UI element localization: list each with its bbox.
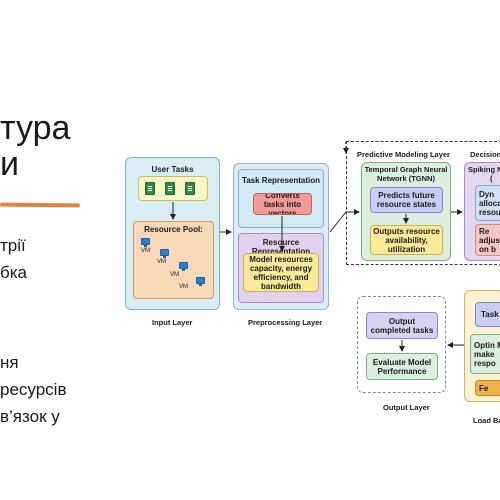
- bullet-text-5: в’язок у: [0, 407, 60, 426]
- readjustment-box: Re adjustm on b: [475, 224, 500, 256]
- slide-title-line2: и: [0, 145, 19, 183]
- vm-monitor-icon: [141, 238, 150, 247]
- input-layer-caption: Input Layer: [152, 318, 193, 327]
- task-document-icon: [185, 182, 195, 195]
- bullet-text-3: ня: [0, 353, 19, 372]
- bullet-text-1: трії: [0, 236, 26, 255]
- optimization-box: Optin Mi make respo: [470, 334, 500, 374]
- resource-pool-label: Resource Pool:: [144, 225, 203, 234]
- slide-title-line1: тура: [0, 109, 71, 147]
- vm-monitor-icon: [196, 277, 205, 286]
- predicts-future-box: Predicts future resource states: [370, 187, 443, 213]
- model-resources-box: Model resources capacity, energy efficie…: [243, 253, 319, 292]
- vm-monitor-icon: [179, 262, 188, 271]
- vm-label: VM: [141, 248, 150, 254]
- bullet-text-4: ресурсів: [0, 380, 67, 399]
- decision-layer-title: Decision: [470, 150, 500, 159]
- feedback-box: Fe: [475, 380, 500, 396]
- arrow-preprocessing-to-predictive: [329, 209, 360, 233]
- vm-label: VM: [170, 272, 179, 278]
- vm-monitor-icon: [160, 249, 169, 258]
- evaluate-performance-box: Evaluate Model Performance: [366, 353, 438, 380]
- outputs-resource-box: Outputs resource availability, utilizati…: [370, 225, 443, 255]
- task-box: Task: [475, 302, 500, 327]
- output-layer-caption: Output Layer: [383, 403, 430, 412]
- user-tasks-label: User Tasks: [151, 165, 194, 174]
- task-document-icon: [145, 182, 155, 195]
- resource-pool-box: [133, 221, 214, 299]
- output-completed-box: Output completed tasks: [366, 312, 438, 339]
- spiking-sub-label: (: [490, 174, 493, 183]
- spiking-label: Spiking N: [468, 165, 500, 174]
- converts-tasks-box: Converts tasks into vectors: [253, 193, 312, 215]
- preprocessing-layer-caption: Preprocessing Layer: [248, 318, 323, 327]
- bullet-text-2: бка: [0, 263, 28, 282]
- vm-label: VM: [179, 284, 188, 290]
- dynamic-allocation-box: Dyn allocat resou: [475, 185, 500, 221]
- predictive-modeling-layer-title: Predictive Modeling Layer: [357, 150, 450, 159]
- tgnn-label: Temporal Graph Neural Network (TGNN): [364, 165, 448, 183]
- load-balancing-caption: Load Ba: [473, 416, 500, 425]
- task-document-icon: [165, 182, 175, 195]
- vm-label: VM: [157, 259, 166, 265]
- predictive-decision-dashed-frame: [346, 141, 500, 265]
- task-representation-label: Task Representation: [241, 176, 321, 185]
